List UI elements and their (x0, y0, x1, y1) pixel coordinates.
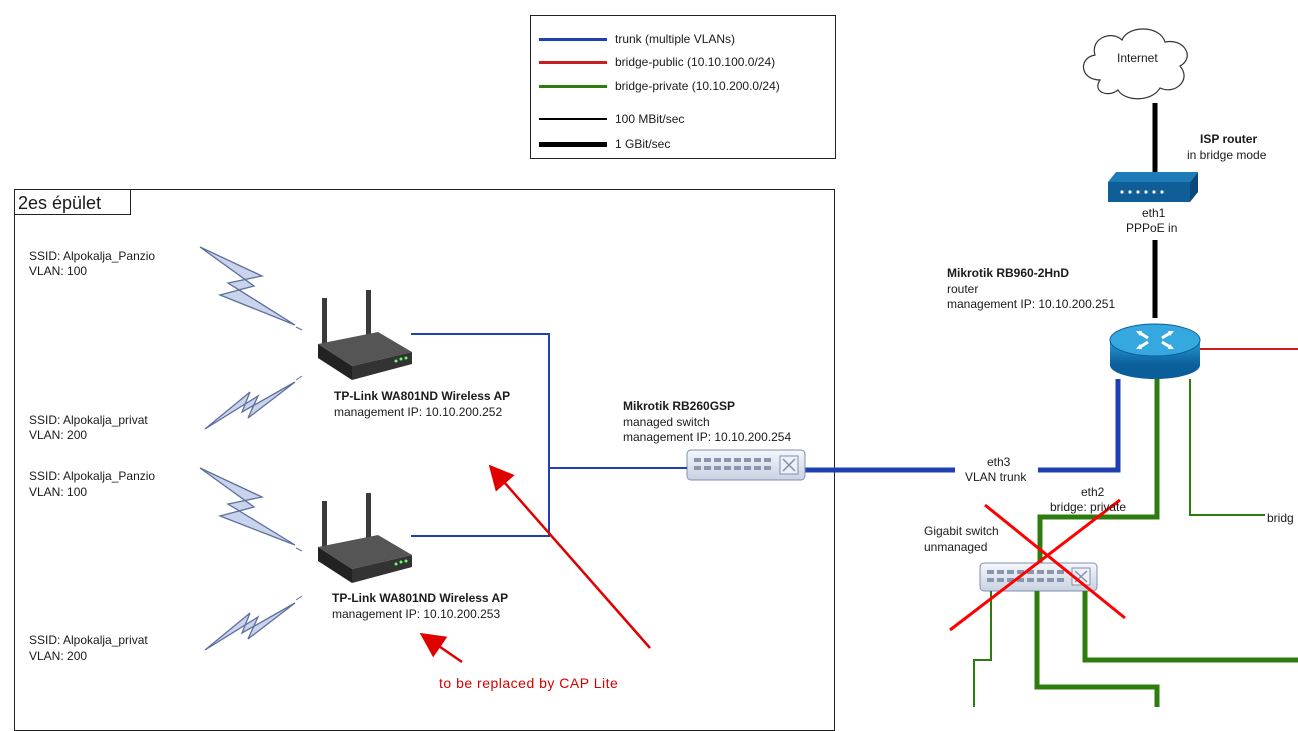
gigabit-switch-icon (979, 562, 1098, 592)
legend-item-1gbit: 1 GBit/sec (531, 136, 831, 152)
legend-swatch-bridge-public (539, 61, 607, 64)
isp-port-desc: PPPoE in (1126, 221, 1178, 235)
ssid-3: SSID: Alpokalja_Panzio (29, 469, 156, 483)
bridge-private-thin-line (1189, 379, 1265, 516)
legend-label: trunk (multiple VLANs) (615, 32, 736, 46)
replace-arrow-1 (488, 464, 651, 649)
legend-swatch-1gbit (539, 142, 607, 147)
wireless-signal-icons (199, 246, 296, 651)
cross-out-line-2 (984, 503, 1126, 620)
legend-swatch-100mbit (539, 118, 607, 120)
managed-switch-title: Mikrotik RB260GSP (623, 399, 736, 413)
gigabit-down-line-c (973, 591, 992, 707)
ssid-4: SSID: Alpokalja_privat (29, 633, 148, 647)
ap2-mgmt: management IP: 10.10.200.253 (332, 607, 501, 621)
vlan-2: VLAN: 200 (29, 428, 88, 442)
legend-item-bridge-public: bridge-public (10.10.100.0/24) (531, 54, 831, 70)
cross-out-line-1 (949, 498, 1121, 632)
internet-cloud-icon (1083, 28, 1188, 100)
managed-switch-mgmt: management IP: 10.10.200.254 (623, 430, 792, 444)
trunk-ap2-line (411, 468, 550, 537)
ap1-mgmt: management IP: 10.10.200.252 (334, 405, 503, 419)
legend-label: bridge-public (10.10.100.0/24) (615, 55, 776, 69)
wireless-ap-1-icon (318, 290, 412, 380)
isp-router-icon (1108, 172, 1198, 202)
ssid-1: SSID: Alpokalja_Panzio (29, 249, 156, 263)
legend-item-bridge-private: bridge-private (10.10.200.0/24) (531, 78, 831, 94)
legend-item-100mbit: 100 MBit/sec (531, 111, 831, 127)
building-title: 2es épület (14, 189, 131, 215)
main-router-role: router (947, 282, 979, 296)
private-port-label: eth2 (1081, 485, 1105, 499)
legend-label: 100 MBit/sec (615, 112, 685, 126)
managed-switch-role: managed switch (623, 415, 710, 429)
internet-label: Internet (1117, 51, 1158, 65)
trunk-ap1-line (411, 333, 687, 469)
vlan-1: VLAN: 100 (29, 264, 88, 278)
legend: trunk (multiple VLANs) bridge-public (10… (530, 15, 836, 159)
bridge-cut-label: bridg (1267, 511, 1294, 525)
wireless-ap-2-icon (318, 493, 412, 583)
ssid-2: SSID: Alpokalja_privat (29, 413, 148, 427)
main-router-icon (1109, 323, 1201, 379)
gigabit-switch-role: unmanaged (924, 540, 988, 554)
ap1-title: TP-Link WA801ND Wireless AP (334, 389, 511, 403)
main-router-title: Mikrotik RB960-2HnD (947, 266, 1070, 280)
main-router-mgmt: management IP: 10.10.200.251 (947, 297, 1116, 311)
signal-dashes (295, 326, 303, 601)
isp-router-subtitle: in bridge mode (1187, 148, 1267, 162)
private-port-desc: bridge: private (1050, 500, 1127, 514)
replace-arrow-2 (419, 632, 463, 664)
ap2-title: TP-Link WA801ND Wireless AP (332, 591, 509, 605)
legend-swatch-trunk (539, 38, 607, 41)
managed-switch-icon (686, 449, 806, 481)
trunk-port-label: eth3 (987, 455, 1011, 469)
isp-router-title: ISP router (1200, 132, 1258, 146)
legend-item-trunk: trunk (multiple VLANs) (531, 31, 831, 47)
gigabit-down-line-a (1082, 591, 1298, 663)
vlan-3: VLAN: 100 (29, 485, 88, 499)
vlan-4: VLAN: 200 (29, 649, 88, 663)
trunk-port-desc: VLAN trunk (965, 470, 1027, 484)
gigabit-switch-title: Gigabit switch (924, 524, 999, 538)
gigabit-down-line-b (1034, 591, 1160, 707)
isp-port-label: eth1 (1142, 206, 1166, 220)
legend-label: bridge-private (10.10.200.0/24) (615, 79, 780, 93)
trunk-router-line (1038, 379, 1121, 473)
network-diagram (199, 28, 1298, 707)
replace-note: to be replaced by CAP Lite (439, 675, 619, 691)
legend-label: 1 GBit/sec (615, 137, 671, 151)
legend-swatch-bridge-private (539, 85, 607, 88)
